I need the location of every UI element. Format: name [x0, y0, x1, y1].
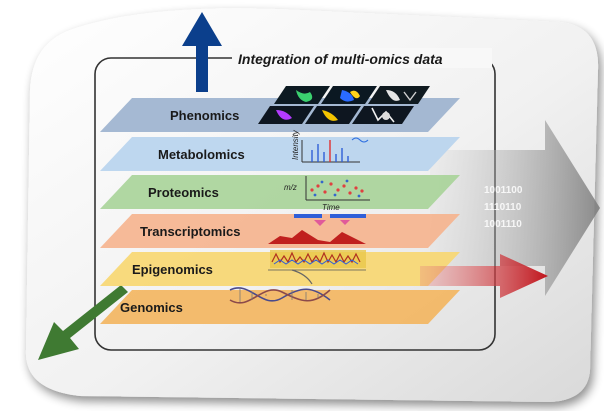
layer-epigenomics: Epigenomics: [100, 252, 460, 286]
axis-label-time: Time: [322, 203, 340, 212]
layer-transcriptomics: Transcriptomics: [100, 214, 460, 248]
binary-line: 1001100: [484, 185, 523, 196]
layer-slab: [100, 290, 460, 324]
layer-slab: [100, 214, 460, 248]
phenomics-thumbnails: [258, 86, 430, 124]
axis-label-intensity: Intensity: [291, 129, 300, 160]
layer-slab: [100, 252, 460, 286]
genomics-dna-helix: [229, 269, 331, 304]
metabolomics-spectrum: Intensity: [291, 129, 369, 163]
transcriptomics-coverage: [268, 214, 366, 244]
title-backing: [232, 48, 492, 68]
arrow-up-icon: [182, 12, 222, 92]
arrow-right-icon: [420, 254, 548, 298]
output-arrow-gray: [430, 120, 600, 296]
diagram-title: Integration of multi-omics data: [238, 51, 443, 67]
epigenomics-tracks: [268, 250, 366, 271]
binary-line: 1110110: [484, 202, 522, 213]
layer-proteomics: Proteomics: [100, 175, 460, 209]
layer-label: Genomics: [120, 300, 183, 315]
layer-label: Transcriptomics: [140, 224, 240, 239]
layer-label: Epigenomics: [132, 262, 213, 277]
layer-metabolomics: Metabolomics: [100, 137, 460, 171]
layer-label: Metabolomics: [158, 147, 245, 162]
binary-data-text: 1001100 1110110 1001110: [484, 185, 523, 230]
layer-slab: [100, 137, 460, 171]
layer-genomics: Genomics: [100, 290, 460, 324]
binary-line: 1001110: [484, 219, 522, 230]
layer-label: Proteomics: [148, 185, 219, 200]
arrow-down-left-icon: [38, 285, 128, 360]
proteomics-scatter: m/z Time: [284, 176, 370, 212]
axis-label-mz: m/z: [284, 183, 297, 192]
layer-label: Phenomics: [170, 108, 239, 123]
